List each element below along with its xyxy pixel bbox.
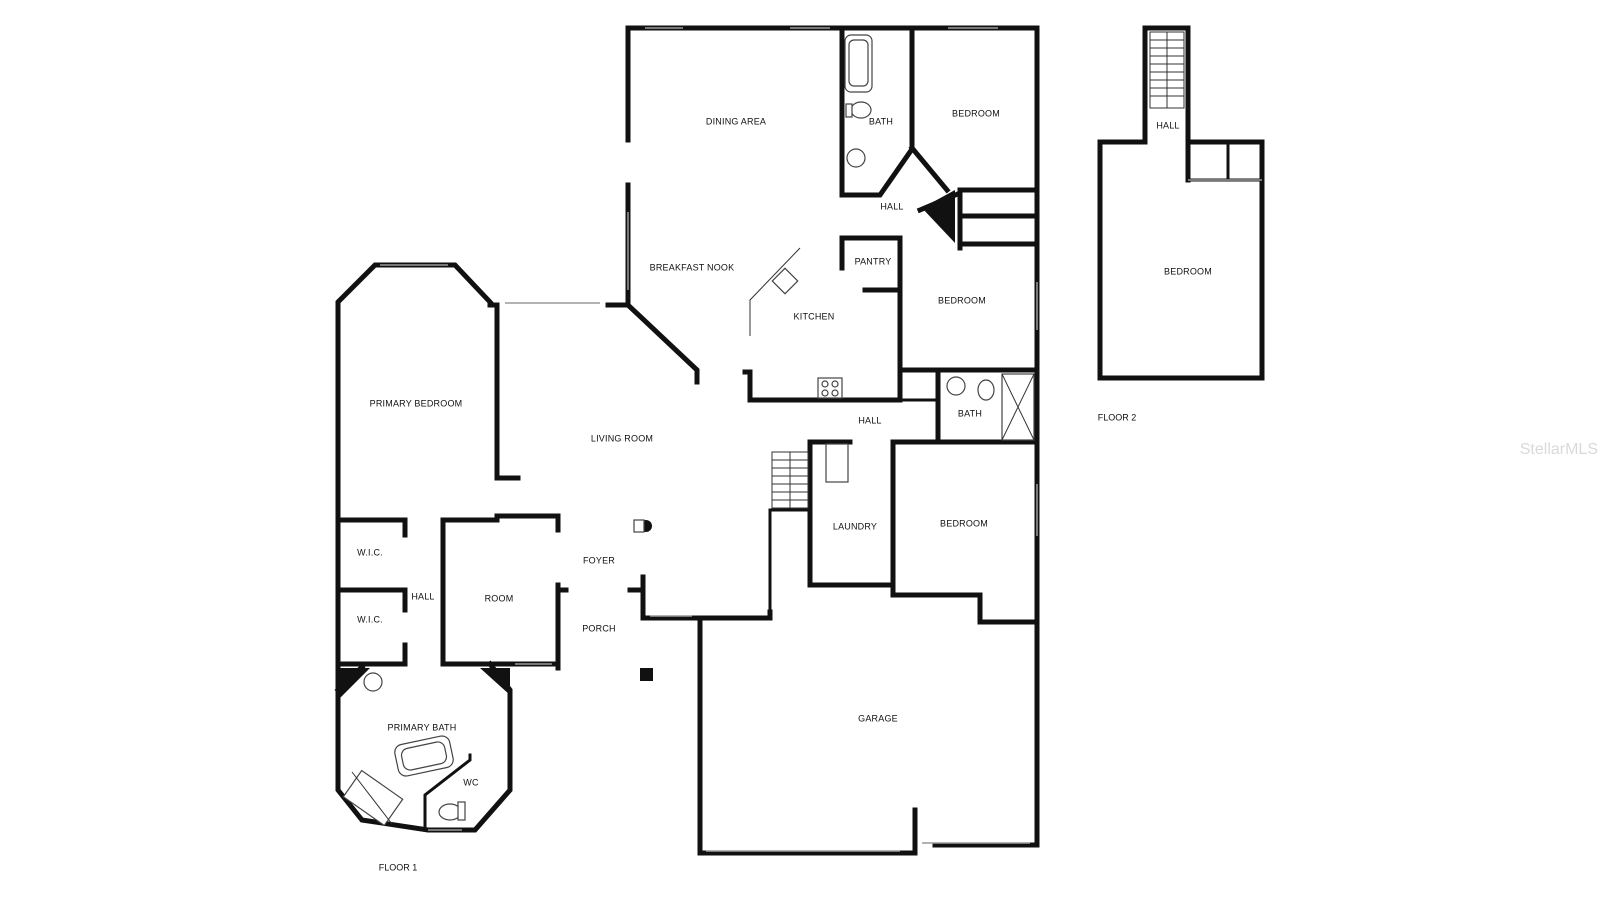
room-label-bedroom-ne: BEDROOM — [952, 108, 1000, 118]
room-label-kitchen: KITCHEN — [794, 311, 835, 321]
column-icon — [640, 668, 653, 681]
stove-icon — [817, 377, 843, 399]
room-label-room: ROOM — [485, 593, 514, 603]
room-label-wic-1: W.I.C. — [357, 547, 383, 557]
stairs-icon — [1149, 31, 1185, 109]
room-label-bedroom-floor2: BEDROOM — [1164, 266, 1212, 276]
floor-label-2: FLOOR 2 — [1098, 412, 1137, 422]
room-label-hall-floor2: HALL — [1156, 120, 1179, 130]
shower-icon — [342, 769, 404, 827]
sink-icon — [363, 672, 383, 692]
watermark: StellarMLS — [1520, 441, 1598, 458]
room-label-breakfast-nook: BREAKFAST NOOK — [650, 262, 735, 272]
floor-label-1: FLOOR 1 — [379, 862, 418, 872]
stairs-icon — [771, 451, 809, 509]
room-label-dining-area: DINING AREA — [706, 116, 766, 126]
sink-icon — [771, 267, 799, 295]
room-label-garage: GARAGE — [858, 713, 898, 723]
room-label-foyer: FOYER — [583, 555, 615, 565]
wall-solids — [338, 190, 955, 700]
room-label-wic-2: W.I.C. — [357, 614, 383, 624]
room-label-primary-bath: PRIMARY BATH — [388, 722, 457, 732]
room-label-living-room: LIVING ROOM — [591, 433, 653, 443]
toilet-icon — [977, 379, 995, 401]
floor2-walls — [1097, 25, 1265, 381]
sink-icon — [946, 376, 966, 396]
sink-icon — [846, 148, 866, 168]
room-labels: DINING AREA BATH BEDROOM HALL BREAKFAST … — [357, 108, 1212, 787]
room-label-bedroom-se: BEDROOM — [940, 518, 988, 528]
room-label-bath-upper: BATH — [869, 116, 893, 126]
room-label-hall-center: HALL — [858, 415, 881, 425]
room-label-bath-east: BATH — [958, 408, 982, 418]
room-label-pantry: PANTRY — [855, 256, 892, 266]
room-label-primary-bedroom: PRIMARY BEDROOM — [370, 398, 463, 408]
room-label-porch: PORCH — [582, 623, 616, 633]
windows — [380, 27, 1205, 852]
room-label-hall-west: HALL — [411, 591, 434, 601]
room-label-hall-north: HALL — [880, 201, 903, 211]
room-label-laundry: LAUNDRY — [833, 521, 877, 531]
room-label-wc: WC — [463, 777, 479, 787]
room-label-bedroom-east: BEDROOM — [938, 295, 986, 305]
fixtures — [342, 34, 1035, 827]
